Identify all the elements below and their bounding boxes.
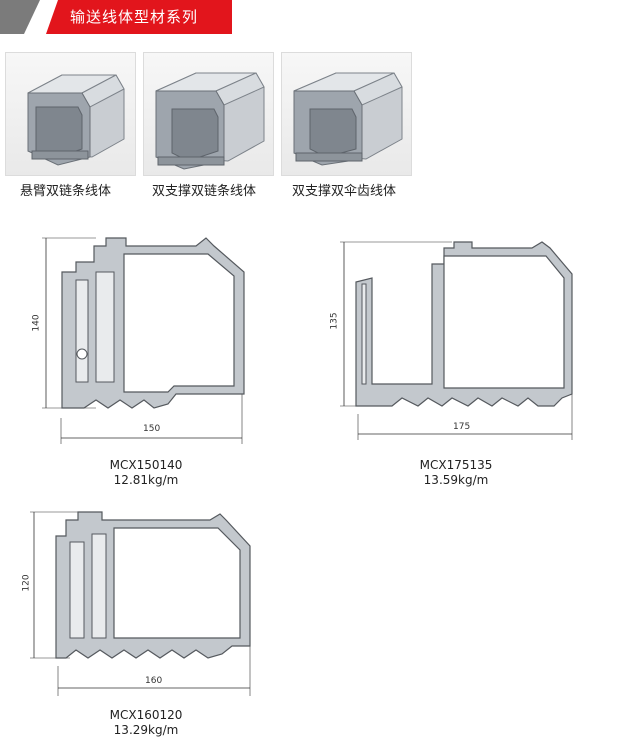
- product-photo-cantilever: [5, 52, 136, 176]
- header-title-bar: [46, 0, 232, 34]
- model-label: MCX150140 12.81kg/m: [96, 458, 196, 488]
- profile-drawing-mcx175135: [332, 234, 582, 444]
- model-label: MCX175135 13.59kg/m: [406, 458, 506, 488]
- dimension-width: 175: [453, 422, 471, 432]
- dimension-height: 120: [21, 574, 32, 592]
- product-photo-double-support-chain: [143, 52, 274, 176]
- model-code: MCX160120: [109, 708, 183, 722]
- header-gray-tab: [0, 0, 40, 34]
- model-code: MCX150140: [109, 458, 183, 472]
- model-weight: 12.81kg/m: [113, 473, 179, 487]
- dimension-width: 160: [145, 676, 163, 686]
- dimension-height: 140: [31, 314, 42, 332]
- dimension-height: 135: [329, 312, 340, 330]
- photo-caption: 双支撑双链条线体: [152, 184, 257, 199]
- profile-3d-image: [27, 74, 125, 166]
- photo-caption: 双支撑双伞齿线体: [292, 184, 397, 199]
- product-photo-double-support-bevel: [281, 52, 412, 176]
- profile-drawing-mcx160120: [22, 506, 262, 701]
- model-weight: 13.29kg/m: [113, 723, 179, 737]
- model-label: MCX160120 13.29kg/m: [96, 708, 196, 738]
- photo-caption: 悬臂双链条线体: [20, 184, 112, 199]
- page-title: 输送线体型材系列: [70, 8, 199, 26]
- dimension-width: 150: [143, 424, 161, 434]
- profile-3d-image: [293, 72, 403, 166]
- profile-3d-image: [155, 72, 265, 170]
- model-weight: 13.59kg/m: [423, 473, 489, 487]
- model-code: MCX175135: [419, 458, 493, 472]
- profile-drawing-mcx150140: [36, 232, 256, 447]
